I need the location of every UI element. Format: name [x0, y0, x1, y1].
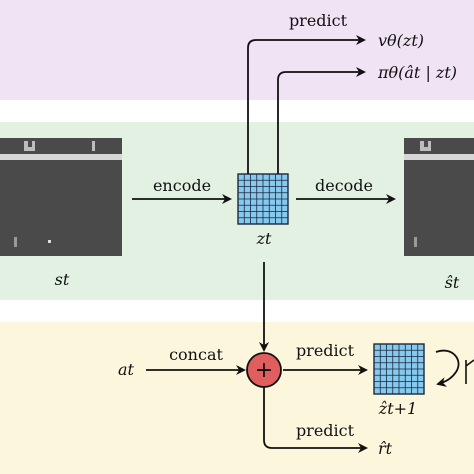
value-arrow — [247, 35, 366, 174]
loop-arrow-icon — [435, 349, 460, 387]
plus-symbol: + — [255, 358, 273, 383]
loop-label-glyph — [465, 359, 474, 384]
reconstruction-frame — [404, 138, 474, 256]
reward-output: r̂t — [378, 439, 393, 458]
next-latent-grid-icon — [373, 343, 425, 395]
action-label: at — [118, 360, 135, 379]
encode-label: encode — [153, 176, 211, 195]
concat-label: concat — [169, 345, 223, 364]
latent-grid-icon — [237, 173, 289, 225]
policy-output: πθ(ât | zt) — [377, 63, 457, 82]
top-band — [0, 0, 474, 100]
reconstruction-label: ŝt — [445, 273, 460, 292]
predict-reward-label: predict — [296, 421, 355, 440]
next-latent-label: ẑt+1 — [378, 399, 417, 418]
state-frame — [0, 138, 122, 256]
policy-arrow — [277, 67, 366, 174]
predict-value-label: predict — [289, 11, 348, 30]
predict-next-label: predict — [296, 341, 355, 360]
state-label: st — [55, 270, 70, 289]
value-output: vθ(zt) — [378, 31, 424, 50]
reward-arrow — [263, 387, 368, 453]
decode-label: decode — [315, 176, 373, 195]
latent-label: zt — [256, 229, 272, 248]
